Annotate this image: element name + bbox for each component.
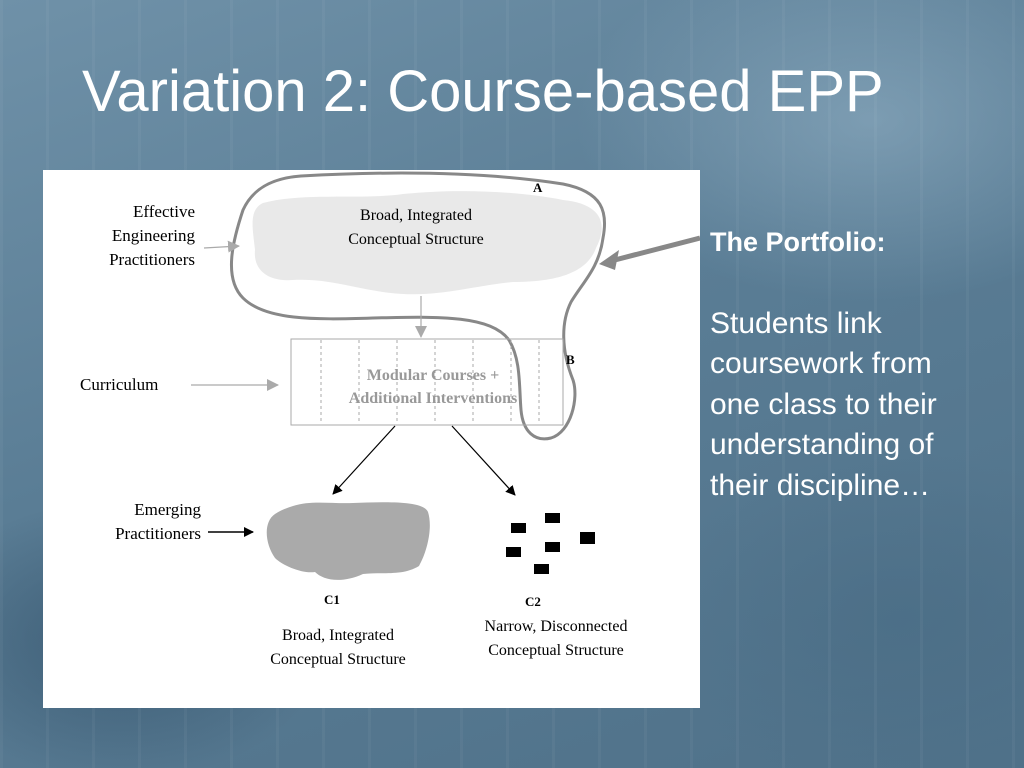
body-line: one class to their bbox=[710, 387, 937, 421]
diagram-graphics bbox=[191, 171, 700, 580]
portfolio-pointer-head bbox=[599, 250, 619, 270]
arrow-effective bbox=[203, 240, 240, 253]
body-line: coursework from bbox=[710, 347, 932, 380]
arrow-to-c2 bbox=[451, 425, 516, 496]
top-cloud-shape bbox=[252, 191, 602, 295]
portfolio-heading: The Portfolio: bbox=[710, 227, 886, 257]
portfolio-pointer-line bbox=[606, 235, 700, 265]
diagram-panel: A B C1 C2 Effective Engineering Practiti… bbox=[43, 170, 700, 708]
c2-fragments bbox=[506, 513, 595, 574]
label-b: B bbox=[566, 352, 575, 367]
label-c2: C2 bbox=[525, 594, 541, 609]
top-cloud-text: Broad, Integrated Conceptual Structure bbox=[348, 207, 484, 248]
body-line: understanding of bbox=[710, 428, 934, 461]
modular-courses-text: Modular Courses + Additional Interventio… bbox=[348, 367, 518, 407]
portfolio-body: Students link coursework from one class … bbox=[710, 304, 1010, 507]
effective-practitioners-label: Effective Engineering Practitioners bbox=[109, 202, 195, 269]
course-dividers bbox=[320, 340, 540, 424]
slide-title: Variation 2: Course-based EPP bbox=[82, 59, 884, 124]
label-a: A bbox=[533, 180, 543, 195]
c2-text: Narrow, Disconnected Conceptual Structur… bbox=[484, 618, 628, 659]
c1-text: Broad, Integrated Conceptual Structure bbox=[270, 627, 406, 668]
curriculum-label: Curriculum bbox=[80, 375, 159, 394]
fragment-square bbox=[545, 542, 560, 552]
fragment-square bbox=[545, 513, 560, 523]
portfolio-outline bbox=[229, 171, 607, 441]
fragment-square bbox=[506, 547, 521, 557]
body-line: Students link bbox=[710, 306, 882, 340]
c1-cloud-shape bbox=[266, 502, 430, 580]
emerging-practitioners-label: Emerging Practitioners bbox=[115, 500, 201, 543]
modular-courses-box bbox=[290, 338, 564, 426]
arrow-to-c1 bbox=[332, 425, 396, 495]
label-c1: C1 bbox=[324, 592, 340, 607]
fragment-square bbox=[511, 523, 526, 533]
body-line: their discipline… bbox=[710, 468, 931, 502]
fragment-square bbox=[534, 564, 549, 574]
fragment-square bbox=[580, 532, 595, 544]
portfolio-description: The Portfolio: Students link coursework … bbox=[710, 222, 1010, 506]
